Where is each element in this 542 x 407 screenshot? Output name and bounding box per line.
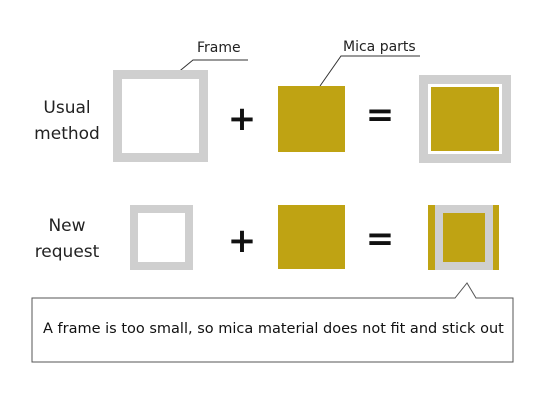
equals-sign: = — [365, 95, 395, 135]
row-label-line2: method — [34, 124, 100, 144]
new-frame-small — [130, 205, 193, 270]
row-label-line1: Usual — [43, 98, 91, 118]
row-label-usual-method: Usual method — [22, 95, 112, 147]
note-bubble-outline — [31, 282, 514, 363]
new-mica-part — [278, 205, 345, 269]
new-result-inner-mica — [443, 213, 485, 262]
plus-sign: + — [227, 221, 257, 261]
row-label-line2: request — [34, 242, 100, 262]
usual-frame — [113, 70, 208, 162]
new-result-frame — [435, 205, 493, 270]
equals-sign: = — [365, 219, 395, 259]
plus-sign: + — [227, 99, 257, 139]
row-label-new-request: New request — [22, 213, 112, 265]
usual-result-frame — [419, 75, 511, 163]
new-result — [428, 205, 499, 270]
usual-mica-part — [278, 86, 345, 152]
row-label-line1: New — [48, 216, 86, 236]
frame-leader-line — [175, 59, 248, 75]
note-text: A frame is too small, so mica material d… — [43, 321, 504, 337]
mica-leader-line — [319, 55, 420, 87]
frame-label: Frame — [197, 40, 241, 56]
mica-parts-label: Mica parts — [343, 39, 416, 55]
usual-result-mica — [431, 87, 499, 151]
